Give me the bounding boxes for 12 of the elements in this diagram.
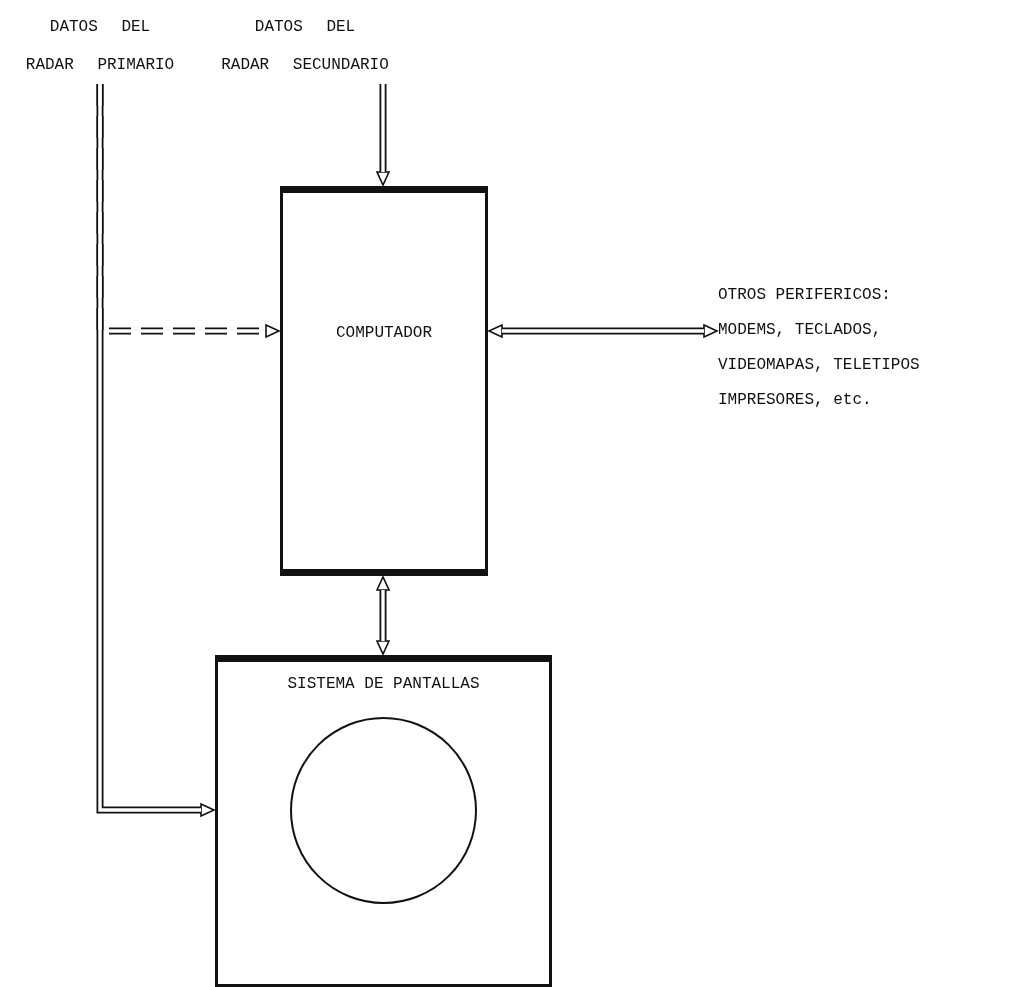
label-text: SISTEMA DE PANTALLAS [287, 674, 480, 694]
double-line-arrow [376, 84, 390, 186]
label-text: OTROS PERIFERICOS: MODEMS, TECLADOS, VIDEOMAPAS, TELETIPOS IMPRESORES, etc. [718, 285, 921, 411]
process-box [280, 186, 488, 576]
label-text: DATOS DEL RADAR PRIMARIO [24, 17, 176, 76]
double-line-arrow [96, 84, 280, 338]
label-text: DATOS DEL RADAR SECUNDARIO [220, 17, 390, 76]
double-line-arrow [488, 324, 718, 338]
display-circle [290, 717, 477, 904]
label-text: COMPUTADOR [336, 323, 432, 343]
process-box [215, 655, 552, 987]
double-line-arrow [376, 576, 390, 655]
